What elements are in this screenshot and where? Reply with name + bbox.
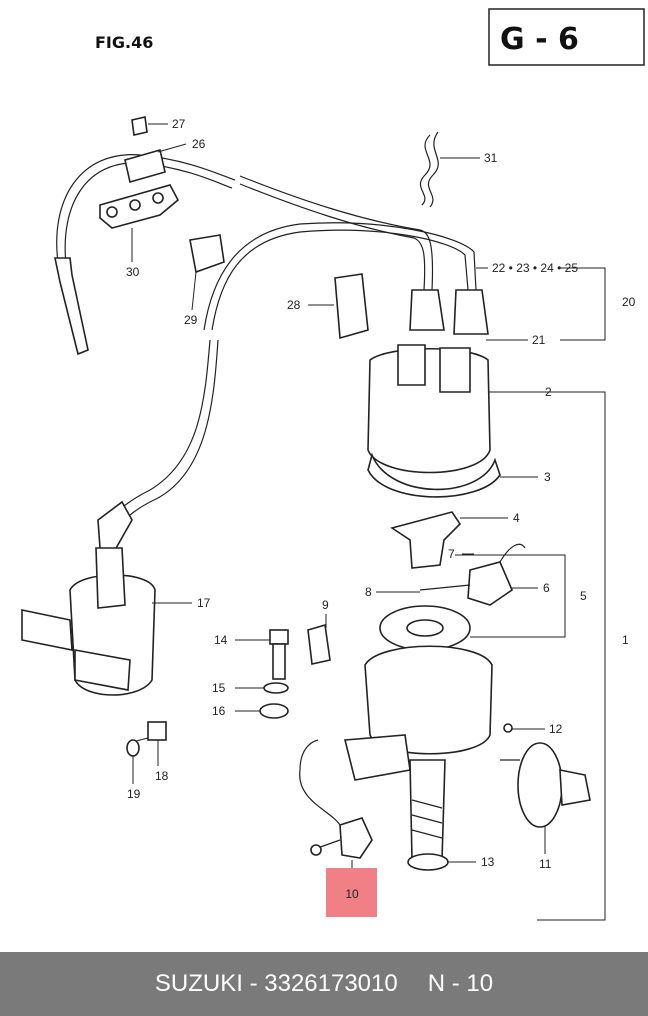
callout-22-25: 22 • 23 • 24 • 25: [492, 261, 578, 275]
part-info-footer: SUZUKI - 3326173010 N - 10: [0, 952, 648, 1016]
callout-26: 26: [192, 137, 206, 151]
signal-generator-6: [419, 543, 526, 606]
cable-holder-29: [189, 234, 225, 274]
callout-21: 21: [532, 333, 546, 347]
o-ring-13: [407, 853, 449, 871]
callout-14: 14: [214, 633, 228, 647]
figure-label: FIG.46: [95, 33, 153, 52]
ignition-coil: [21, 547, 156, 696]
callout-13: 13: [481, 855, 495, 869]
distributor-cap: [367, 344, 501, 498]
plug-cable-right: [239, 175, 434, 291]
callouts: 27 26 31 30 29 28 22 • 23 • 24 • 25 20 2…: [126, 117, 636, 871]
callout-7: 7: [448, 547, 455, 561]
section-code-box: G - 6: [488, 8, 645, 66]
callout-29: 29: [184, 313, 198, 327]
bolt-14: [269, 629, 289, 680]
callout-1: 1: [622, 633, 629, 647]
washer-15: [263, 682, 289, 694]
callout-15: 15: [212, 681, 226, 695]
condenser-10: [299, 739, 373, 859]
section-code: G - 6: [500, 22, 579, 57]
vacuum-advancer: [500, 742, 591, 828]
callout-9: 9: [322, 598, 329, 612]
part-number-text: SUZUKI - 3326173010: [154, 970, 398, 997]
leader-lines: [131, 123, 546, 868]
callout-8: 8: [365, 585, 372, 599]
callout-31: 31: [484, 151, 498, 165]
callout-20: 20: [622, 295, 636, 309]
callout-28: 28: [287, 298, 301, 312]
callout-11: 11: [539, 857, 552, 871]
callout-18: 18: [155, 769, 169, 783]
screw-18: [131, 721, 167, 743]
plug-cap-21: [409, 289, 489, 335]
callout-12: 12: [549, 722, 563, 736]
callout-27: 27: [172, 117, 186, 131]
callout-6: 6: [543, 581, 550, 595]
plug-cable-middle: [203, 222, 477, 331]
cable-holder-30: [99, 184, 180, 229]
washer-19: [126, 739, 140, 757]
callout-19: 19: [127, 787, 141, 801]
callout-16: 16: [212, 704, 226, 718]
callout-2: 2: [545, 385, 552, 399]
callout-30: 30: [126, 265, 140, 279]
washer-16: [259, 703, 289, 719]
cable-holder-28: [334, 273, 369, 340]
parts-diagram: FIG.46 G - 6: [21, 8, 645, 921]
coil-lead-cable: [54, 154, 236, 356]
highlight-label: 10: [345, 887, 359, 901]
clip-31: [419, 131, 439, 208]
position-text: N - 10: [427, 970, 494, 997]
highlight-box: [326, 868, 377, 917]
rotor-4: [390, 511, 462, 569]
terminal-9: [307, 623, 331, 665]
bracket-lines: [455, 267, 606, 921]
callout-3: 3: [544, 470, 551, 484]
cable-clamp-26: [124, 116, 166, 184]
coil-cable: [97, 339, 219, 551]
callout-4: 4: [513, 511, 520, 525]
callout-17: 17: [197, 596, 211, 610]
screw-12: [503, 723, 513, 733]
breaker-plate: [379, 605, 471, 651]
callout-5: 5: [580, 589, 587, 603]
